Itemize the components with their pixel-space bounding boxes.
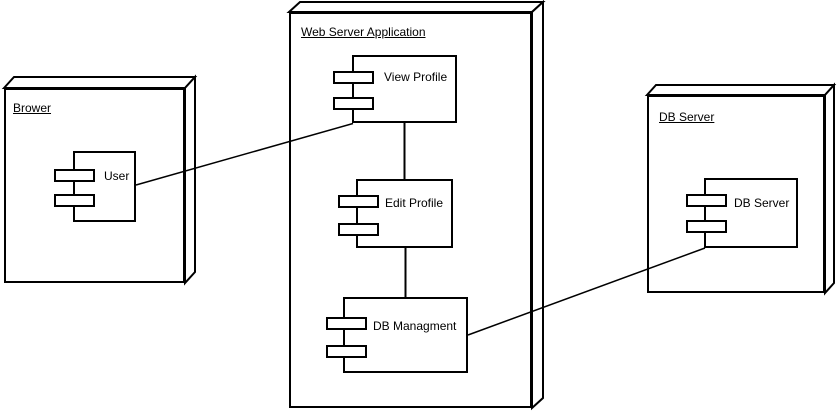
node-web-server-application-side-face: [531, 0, 544, 411]
component-tab-icon: [686, 220, 727, 233]
node-web-server-application-top-face: [286, 0, 546, 13]
node-db-server-side-face: [824, 82, 835, 296]
component-db-server-label: DB Server: [734, 196, 790, 210]
node-db-server-top-face: [644, 84, 837, 96]
component-tab-icon: [54, 194, 95, 207]
component-tab-icon: [333, 97, 374, 110]
component-db-managment-label: DB Managment: [373, 319, 457, 333]
component-tab-icon: [338, 223, 379, 236]
node-brower-top-face: [1, 76, 198, 89]
component-tab-icon: [326, 317, 367, 330]
component-user-label: User: [104, 169, 130, 183]
component-view-profile[interactable]: View Profile: [333, 55, 457, 123]
component-view-profile-label: View Profile: [384, 70, 448, 84]
component-tab-icon: [686, 194, 727, 207]
component-tab-icon: [333, 71, 374, 84]
node-db-server-label: DB Server: [659, 110, 715, 124]
component-tab-icon: [326, 345, 367, 358]
component-edit-profile[interactable]: Edit Profile: [338, 179, 453, 248]
component-edit-profile-label: Edit Profile: [385, 196, 444, 210]
node-brower-label: Brower: [13, 101, 52, 115]
node-web-server-application-label: Web Server Application: [301, 25, 426, 39]
component-db-server[interactable]: DB Server: [686, 178, 798, 248]
component-user[interactable]: User: [54, 151, 136, 222]
node-brower-side-face: [184, 74, 196, 286]
component-tab-icon: [54, 169, 95, 182]
component-db-managment[interactable]: DB Managment: [326, 297, 468, 373]
component-tab-icon: [338, 195, 379, 208]
